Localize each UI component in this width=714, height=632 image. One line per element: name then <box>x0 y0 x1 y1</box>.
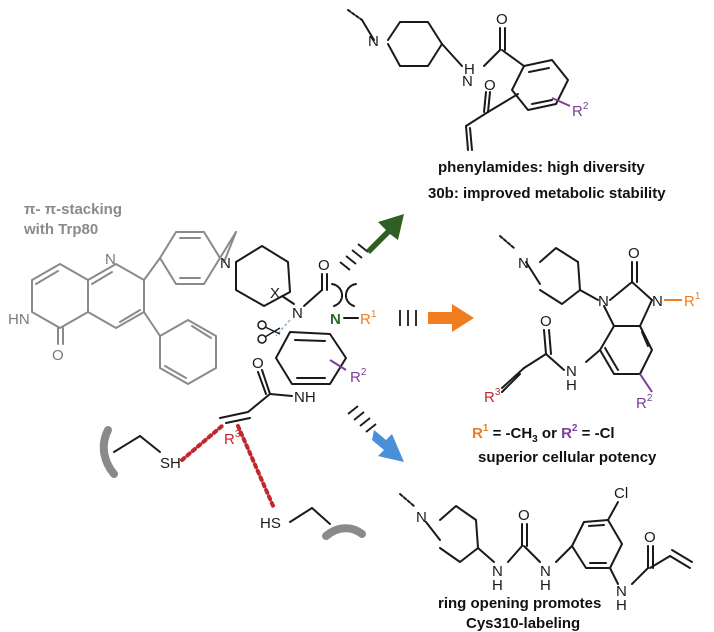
green-n: N <box>330 311 341 328</box>
urea-caption-line1: ring opening promotes <box>438 595 601 612</box>
sh-left: SH <box>160 455 181 472</box>
benzimidazolone-r2: R2 <box>636 393 653 412</box>
urea-cl: Cl <box>614 485 628 502</box>
phenylamide-amide-o: O <box>496 11 508 28</box>
hash-green <box>339 243 369 271</box>
phenylamide-piperidine-n: N <box>368 33 379 50</box>
benzimidazolone-r1: R1 <box>684 291 701 310</box>
hs-bottom: HS <box>260 515 281 532</box>
benzimidazolone-o: O <box>628 245 640 262</box>
arrow-green <box>366 214 404 254</box>
x-n-bond <box>281 295 295 305</box>
urea-caption-line2: Cys310-labeling <box>466 615 580 632</box>
arrow-blue <box>372 430 404 462</box>
urea-n2: N <box>540 563 551 580</box>
covalent-dots-bottom <box>236 424 276 510</box>
cysteine-left <box>99 426 161 478</box>
r3-label: R3 <box>224 429 241 448</box>
benzyl-linker <box>143 231 237 285</box>
pyridone-oxygen: O <box>52 347 64 364</box>
urea-n1: N <box>492 563 503 580</box>
bond-cleavage-arc-right <box>345 283 357 307</box>
pyridine-nitrogen: N <box>105 251 116 268</box>
benzimidazolone-r3: R3 <box>484 387 501 406</box>
benzimidazolone-structure <box>499 235 682 393</box>
r1-label: R1 <box>360 309 377 328</box>
hash-orange <box>399 310 417 326</box>
benzimidazolone-n3: N <box>652 293 663 310</box>
urea-h2: H <box>540 577 551 594</box>
benzimidazolone-caption-line2: superior cellular potency <box>478 449 657 466</box>
bond-cleavage-arc-left <box>331 283 343 307</box>
phenylamide-r2: R2 <box>572 101 589 120</box>
phenylamide-amide-n: N <box>462 73 473 90</box>
central-acrylamide <box>219 369 293 424</box>
scissors-icon <box>257 320 281 344</box>
urea-piperidine-n: N <box>416 509 427 526</box>
arrow-orange <box>428 304 474 332</box>
phenylamide-ketone-o: O <box>484 77 496 94</box>
hash-blue <box>347 405 377 433</box>
phenyl-substituent <box>143 311 217 385</box>
benzimidazolone-nh-h: H <box>566 377 577 394</box>
benzimidazolone-nh-n: N <box>566 363 577 380</box>
naphthyridinone-core <box>31 263 145 345</box>
cysteine-bottom <box>289 507 366 540</box>
stacking-label-line1: π- π-stacking <box>24 201 122 218</box>
piperazine-n: N <box>220 255 231 272</box>
central-benzene-ring <box>275 331 347 385</box>
phenylamide-caption-line2: 30b: improved metabolic stability <box>428 185 666 202</box>
phenylamide-caption-line1: phenylamides: high diversity <box>438 159 645 176</box>
benzimidazolone-n1: N <box>598 293 609 310</box>
urea-acrylamide-n: N <box>616 583 627 600</box>
urea-h1: H <box>492 577 503 594</box>
covalent-dots-left <box>180 424 224 462</box>
central-carbonyl-o: O <box>318 257 330 274</box>
piperazine-ring <box>235 245 291 307</box>
hn-label: HN <box>8 311 30 328</box>
urea-structure <box>399 493 693 585</box>
central-n: N <box>292 305 303 322</box>
benzimidazolone-amide-o: O <box>540 313 552 330</box>
benzimidazolone-piperidine-n: N <box>518 255 529 272</box>
urea-acrylamide-o: O <box>644 529 656 546</box>
urea-acrylamide-h: H <box>616 597 627 614</box>
acrylamide-o: O <box>252 355 264 372</box>
phenylamide-amide-h: H <box>464 61 475 78</box>
phenylamide-structure <box>347 9 571 151</box>
stacking-label-line2: with Trp80 <box>23 221 98 238</box>
r2-label: R2 <box>350 367 367 386</box>
x-atom: X <box>270 285 280 302</box>
benzimidazolone-caption-line1: R1 = -CH3 or R2 = -Cl <box>472 423 615 445</box>
amide-nh: NH <box>294 389 316 406</box>
urea-o: O <box>518 507 530 524</box>
